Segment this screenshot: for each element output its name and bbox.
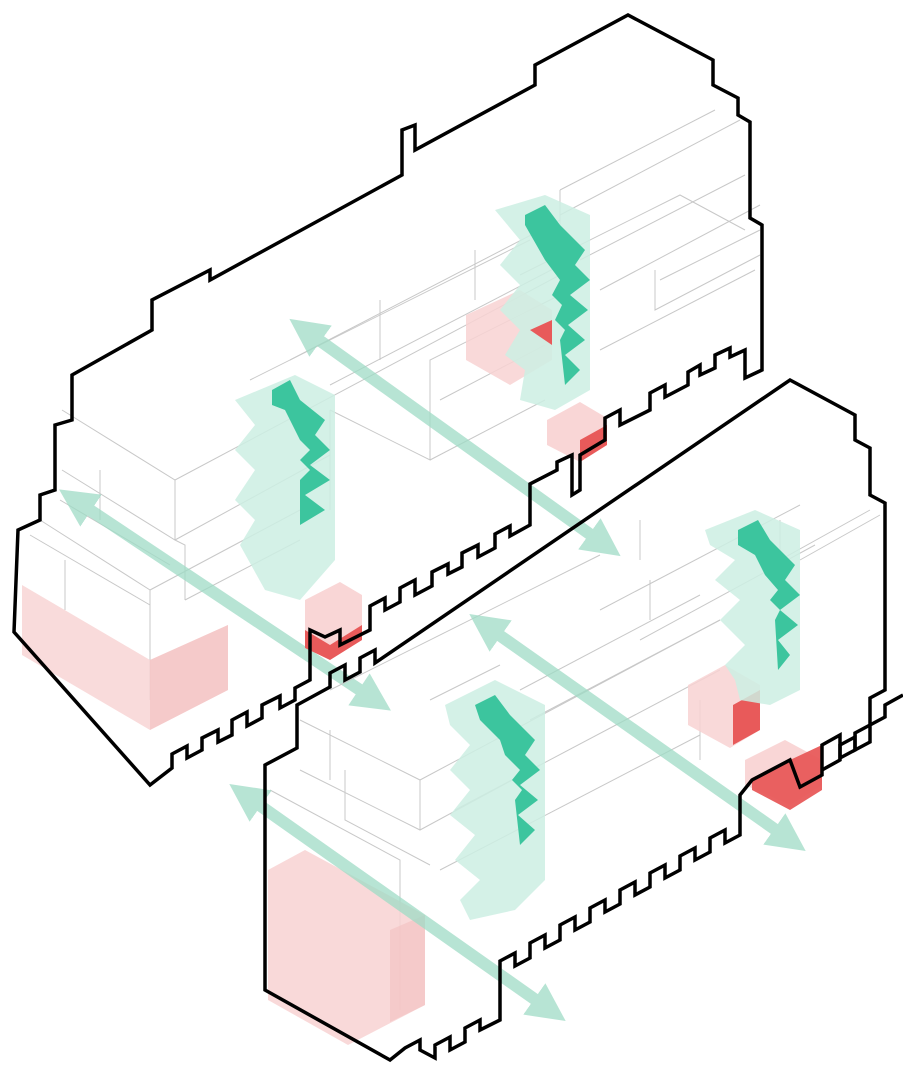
entrance-box-icon xyxy=(745,740,822,810)
lower-building xyxy=(245,380,885,1060)
lower-ground-volume xyxy=(268,850,425,1045)
right-partial-outline xyxy=(822,695,903,770)
stair-core-icon xyxy=(445,680,545,920)
upper-building xyxy=(14,15,762,785)
upper-ground-volume xyxy=(22,585,228,730)
entrance-box-icon xyxy=(547,402,607,462)
entrance-box-icon xyxy=(305,582,362,660)
